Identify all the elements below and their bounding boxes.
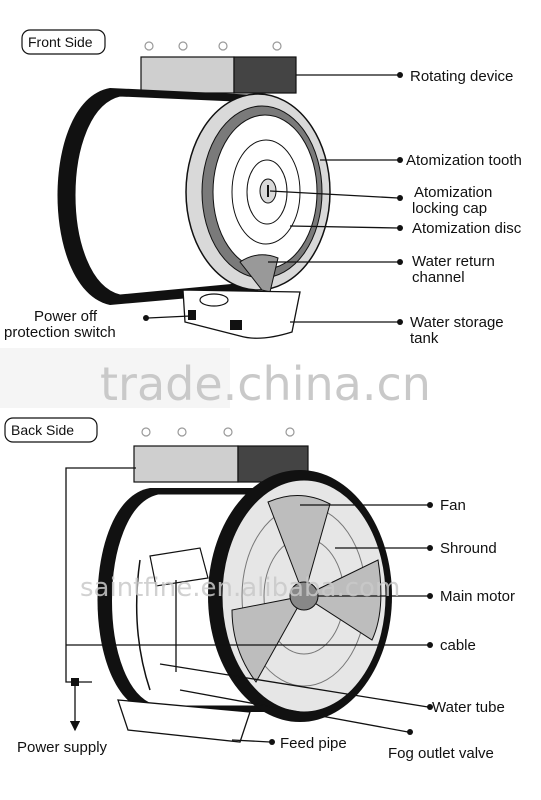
- label-water-tube: Water tube: [432, 699, 505, 716]
- leader-dot: [427, 642, 433, 648]
- top-bolt: [285, 427, 295, 437]
- label-cable: cable: [440, 637, 476, 654]
- leader-dot: [269, 739, 275, 745]
- top-bolt: [223, 427, 233, 437]
- leader-dot: [397, 225, 403, 231]
- label-locking-cap-line2: locking cap: [412, 200, 487, 217]
- rotating-device-box-dark: [233, 56, 297, 94]
- label-locking-cap-line1: Atomization: [414, 184, 492, 201]
- label-power-off-line2: protection switch: [4, 324, 116, 341]
- label-power-off-line1: Power off: [34, 308, 98, 325]
- leader-dot: [427, 502, 433, 508]
- leader-dot: [397, 319, 403, 325]
- top-bolt: [144, 41, 154, 51]
- leader-dot: [143, 315, 149, 321]
- tank-valve: [230, 320, 242, 330]
- label-water-return-line2: channel: [412, 269, 465, 286]
- front-side-section: Front Side: [4, 29, 522, 347]
- back-water-tank: [117, 699, 251, 743]
- watermark-trade: trade.china.cn: [100, 357, 431, 411]
- leader-dot: [397, 72, 403, 78]
- label-feed-pipe: Feed pipe: [280, 735, 347, 752]
- back-side-tag: Back Side: [11, 422, 74, 438]
- leader-feed-pipe: [231, 739, 271, 743]
- top-bolt: [272, 41, 282, 51]
- fan-blade: [267, 494, 331, 598]
- fan-blade: [231, 595, 305, 683]
- water-storage-tank: [182, 289, 301, 339]
- label-shround: Shround: [440, 540, 497, 557]
- label-water-return-line1: Water return: [412, 253, 495, 270]
- blurred-region: [0, 348, 230, 408]
- top-bolt: [218, 41, 228, 51]
- control-box: [149, 547, 209, 587]
- label-atomization-tooth: Atomization tooth: [406, 152, 522, 169]
- label-rotating-device: Rotating device: [410, 68, 513, 85]
- leader-dot: [427, 545, 433, 551]
- leader-dot: [397, 157, 403, 163]
- watermark-alibaba: saintfine.en.alibaba.com: [80, 573, 400, 603]
- leader-dot: [397, 259, 403, 265]
- label-fog-outlet-valve: Fog outlet valve: [388, 745, 494, 762]
- back-side-tag-box: [4, 417, 98, 443]
- fan-blade: [302, 559, 382, 641]
- label-fan: Fan: [440, 497, 466, 514]
- label-atomization-disc: Atomization disc: [412, 220, 522, 237]
- top-bolt: [178, 41, 188, 51]
- leader-power-off: [147, 315, 191, 319]
- rotating-device-box-light: [140, 56, 235, 94]
- inner-water-tube: [135, 559, 151, 691]
- leader-dot: [427, 704, 433, 710]
- leader-atomization-disc: [289, 225, 399, 229]
- back-rotating-box-light: [133, 445, 239, 483]
- front-side-tag: Front Side: [28, 34, 93, 50]
- label-power-supply: Power supply: [17, 739, 108, 756]
- top-bolt: [141, 427, 151, 437]
- leader-fog-outlet: [179, 689, 409, 733]
- leader-water-tube: [159, 663, 429, 708]
- power-off-switch: [188, 310, 196, 320]
- label-water-storage-line2: tank: [410, 330, 439, 347]
- leader-locking-cap: [269, 190, 399, 199]
- power-plug: [71, 678, 79, 686]
- leader-dot: [427, 593, 433, 599]
- tank-float-cap: [199, 293, 229, 307]
- label-water-storage-line1: Water storage: [410, 314, 504, 331]
- leader-dot: [397, 195, 403, 201]
- top-bolt: [177, 427, 187, 437]
- water-return-channel: [239, 254, 279, 293]
- front-side-tag-box: [21, 29, 106, 55]
- leader-dot: [407, 729, 413, 735]
- label-main-motor: Main motor: [440, 588, 515, 605]
- back-side-section: Back Side: [4, 417, 515, 762]
